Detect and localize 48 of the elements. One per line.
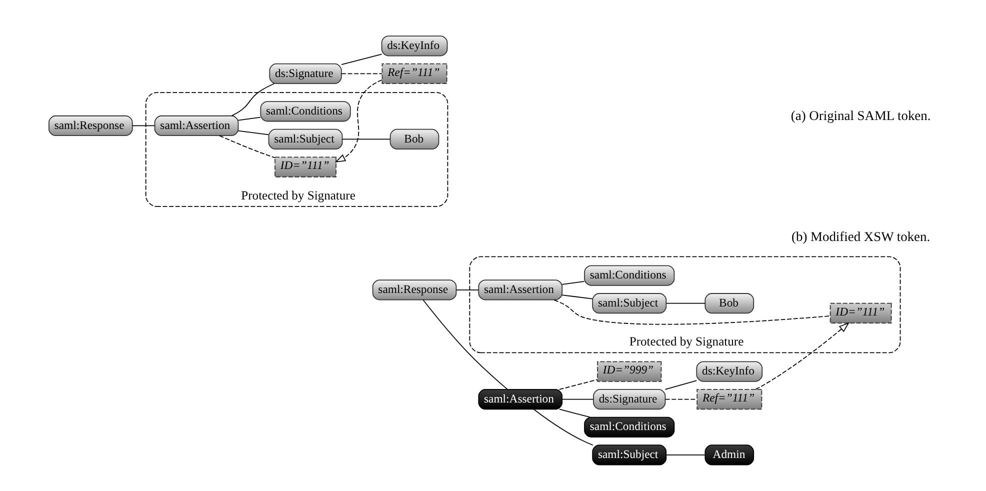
node-box: ds:KeyInfo bbox=[696, 361, 763, 382]
connector bbox=[562, 281, 585, 285]
connector bbox=[666, 302, 706, 304]
node-box: saml:Assertion bbox=[478, 389, 563, 410]
node-box: ID=”999” bbox=[597, 361, 662, 382]
node-box: Bob bbox=[390, 128, 440, 150]
connector bbox=[554, 299, 831, 325]
node-box: saml:Subject bbox=[592, 293, 667, 314]
connector bbox=[562, 398, 594, 400]
node-box: saml:Conditions bbox=[584, 416, 675, 438]
arrow bbox=[755, 322, 850, 390]
node-box: ID=”111” bbox=[830, 302, 892, 324]
node-box: Bob bbox=[704, 293, 754, 314]
label: (b) Modified XSW token. bbox=[792, 229, 930, 244]
node-box: saml:Response bbox=[48, 115, 133, 136]
node-box: saml:Subject bbox=[592, 444, 667, 466]
node-box: saml:Subject bbox=[268, 128, 343, 150]
node-box: saml:Assertion bbox=[154, 115, 239, 136]
connector bbox=[341, 73, 382, 74]
node-box: ds:KeyInfo bbox=[381, 36, 448, 56]
connector bbox=[533, 408, 594, 446]
connector bbox=[456, 289, 479, 290]
connector bbox=[666, 454, 706, 456]
connector bbox=[342, 138, 390, 140]
connector bbox=[231, 83, 275, 116]
node-box: Ref=”111” bbox=[696, 389, 762, 410]
connector bbox=[238, 130, 269, 136]
connector bbox=[562, 294, 593, 300]
connector bbox=[665, 398, 698, 400]
node-box: saml:Conditions bbox=[260, 101, 351, 122]
arrow bbox=[334, 80, 382, 162]
connector bbox=[341, 54, 382, 66]
connector bbox=[558, 379, 598, 390]
node-box: saml:Conditions bbox=[584, 265, 675, 286]
connector bbox=[558, 408, 591, 418]
label: (a) Original SAML token. bbox=[790, 108, 931, 123]
node-box: saml:Assertion bbox=[478, 280, 563, 300]
connector bbox=[219, 135, 276, 158]
connector bbox=[132, 125, 156, 126]
node-box: saml:Response bbox=[372, 280, 457, 300]
node-box: Ref=”111” bbox=[382, 63, 448, 84]
connector bbox=[238, 116, 261, 121]
connector bbox=[664, 380, 698, 390]
node-box: ds:Signature bbox=[269, 63, 342, 84]
node-box: Admin bbox=[704, 444, 754, 466]
connector bbox=[422, 299, 508, 390]
node-box: ds:Signature bbox=[593, 389, 666, 410]
node-box: ID=”111” bbox=[274, 156, 336, 178]
